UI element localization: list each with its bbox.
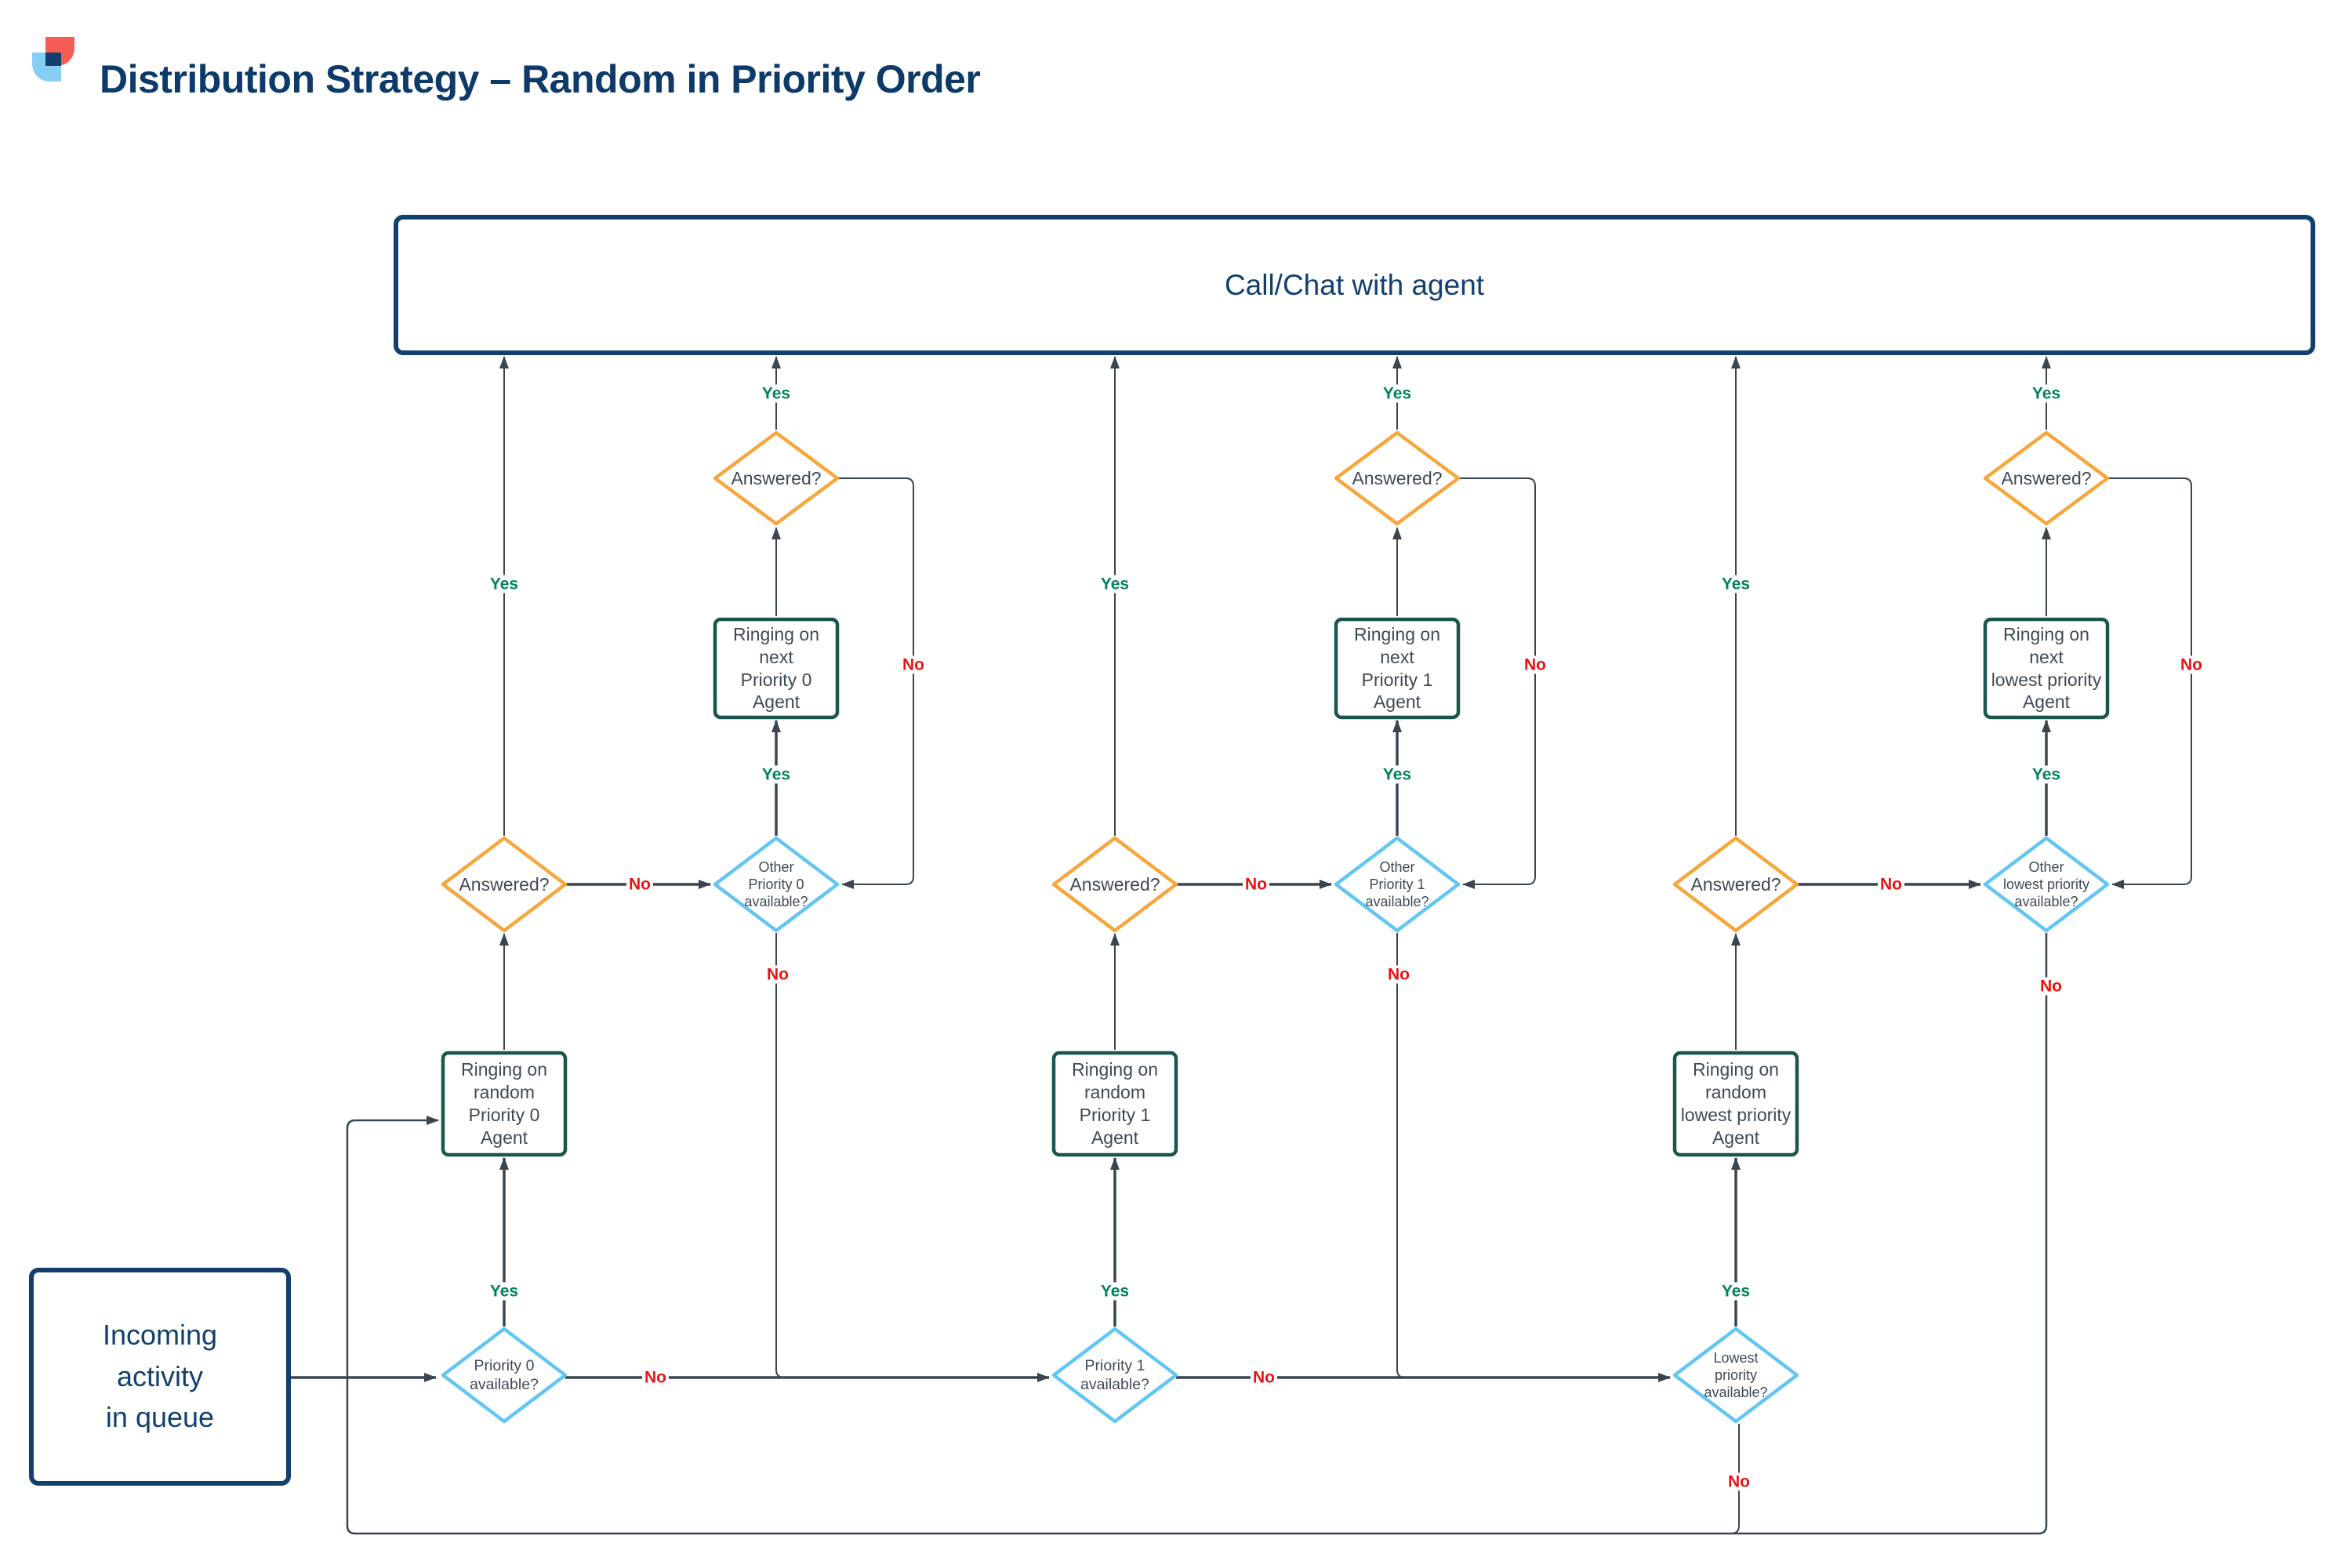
edges [289,356,2192,1535]
label-no: No [1385,965,1412,984]
label-no: No [1878,875,1904,894]
edge-other1-no-drop [775,933,785,1378]
label-no: No [900,655,927,674]
label-yes: Yes [1719,575,1753,593]
label-yes: Yes [487,575,521,593]
node-p0-available [441,1327,568,1424]
label-no: No [1251,1368,1277,1387]
label-yes: Yes [1380,384,1414,403]
label-yes: Yes [487,1282,521,1301]
label-yes: Yes [1098,575,1132,593]
node-answered-next-lowest [1983,430,2110,526]
node-p1-available [1051,1327,1178,1424]
node-other-lowest-available [1983,836,2110,933]
label-yes: Yes [759,765,793,784]
node-answered-next-p1 [1334,430,1461,526]
label-no: No [2178,655,2205,674]
node-other-p0-available [713,836,840,933]
edge-other2-no-drop [1396,933,1406,1378]
label-no: No [764,965,791,984]
node-ring-next-p0 [713,617,840,720]
label-no: No [1726,1472,1752,1491]
label-no: No [642,1368,669,1387]
label-yes: Yes [1719,1282,1753,1301]
node-incoming-activity [29,1268,291,1486]
label-no: No [626,875,653,894]
node-call-chat-with-agent [394,215,2315,355]
node-ring-random-lowest [1672,1051,1799,1157]
node-ring-random-p1 [1051,1051,1178,1157]
edge-other3-no-return-loop [346,933,2048,1535]
label-yes: Yes [2029,765,2064,784]
label-yes: Yes [759,384,793,403]
edge-answerednext3-no-loop [2107,477,2192,889]
label-no: No [1243,875,1269,894]
label-yes: Yes [1098,1282,1132,1301]
node-answered-p0 [441,836,568,933]
node-ring-random-p0 [441,1051,568,1157]
app-logo-icon [32,36,82,86]
label-yes: Yes [2029,384,2064,403]
node-ring-next-lowest [1983,617,2110,720]
node-answered-lowest [1672,836,1799,933]
page-title: Distribution Strategy – Random in Priori… [100,57,981,101]
edge-answerednext1-no-loop [837,477,914,889]
node-lowest-available [1672,1327,1799,1424]
label-no: No [1522,655,1548,674]
node-other-p1-available [1334,836,1461,933]
logo-navy-shape [45,53,61,66]
label-yes: Yes [1380,765,1414,784]
node-answered-p1 [1051,836,1178,933]
node-ring-next-p1 [1334,617,1461,720]
edge-answerednext2-no-loop [1458,477,1536,889]
label-no: No [2038,977,2064,996]
node-answered-next-p0 [713,430,840,526]
